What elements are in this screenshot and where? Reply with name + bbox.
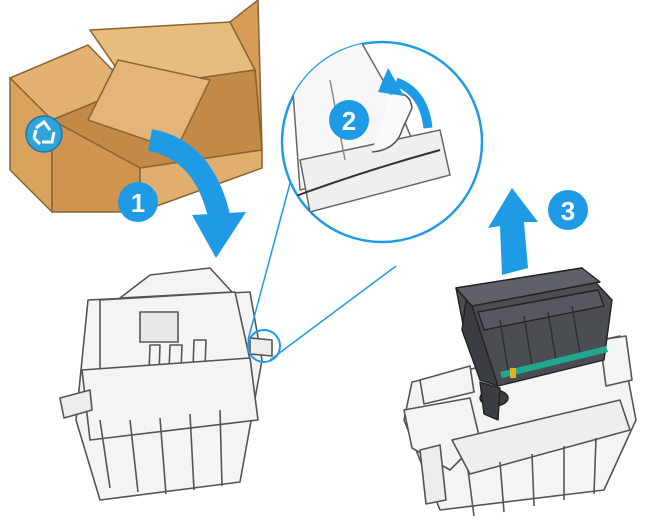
toner-cartridge	[455, 267, 613, 421]
step-1-number: 1	[131, 188, 145, 218]
step-1-badge: 1	[118, 182, 158, 222]
empty-packing-tray	[59, 267, 273, 501]
packing-tray-with-cartridge	[403, 267, 637, 517]
magnifier-circle-icon	[247, 40, 484, 363]
step-2-number: 2	[342, 106, 356, 136]
recycle-icon	[25, 115, 63, 153]
curved-pull-arrow-icon	[378, 68, 433, 129]
curved-down-arrow-icon	[147, 129, 246, 258]
step-2-badge: 2	[329, 100, 369, 140]
step-3-badge: 3	[548, 190, 588, 230]
step-3-number: 3	[561, 196, 575, 226]
cardboard-box	[8, 0, 263, 214]
up-arrow-icon	[488, 188, 538, 275]
